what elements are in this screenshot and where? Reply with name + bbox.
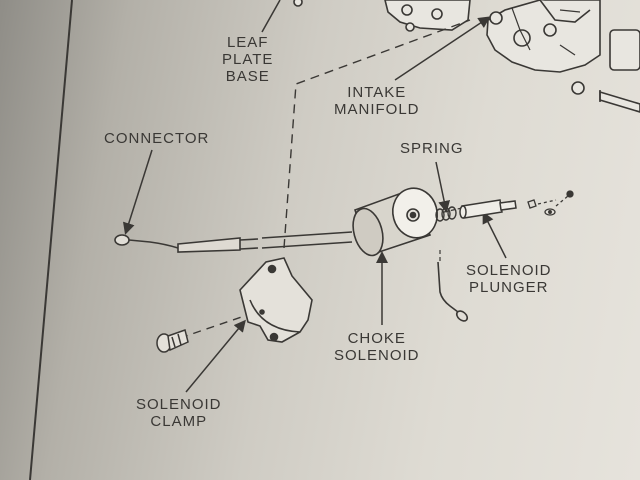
spring-leader [435,161,451,213]
label-choke-solenoid: CHOKE SOLENOID [334,330,420,364]
intake-manifold-leader [394,16,491,81]
leaf-plate-leader [261,0,281,33]
clamp-leader [185,319,246,393]
plunger-leader [482,211,507,259]
label-spring: SPRING [400,140,464,157]
label-connector: CONNECTOR [104,130,209,147]
connector-wire [114,231,353,253]
spring-part [435,206,457,222]
label-line: BASE [225,68,270,85]
label-line: LEAF [226,34,269,51]
label-line: CHOKE [347,330,406,347]
plunger-hardware [527,190,574,216]
solenoid-plunger-part [459,199,517,219]
clamp-screw-part [156,329,189,353]
manifold-detail-lines [511,7,581,56]
label-line: MANIFOLD [334,101,420,118]
label-line: SOLENOID [466,262,552,279]
solenoid-clamp-part [239,257,313,343]
assembly-dashed-line [283,19,471,249]
label-leaf-plate-base: LEAF PLATE BASE [222,34,273,85]
label-solenoid-plunger: SOLENOID PLUNGER [466,262,552,296]
label-intake-manifold: INTAKE MANIFOLD [334,84,420,118]
label-line: SOLENOID [136,396,222,413]
label-line: CONNECTOR [104,130,210,147]
choke-solenoid-body [352,187,439,257]
lead-ring-terminal [455,310,469,322]
label-line: SOLENOID [334,347,420,364]
label-line: CLAMP [150,413,208,430]
label-solenoid-clamp: SOLENOID CLAMP [136,396,222,430]
label-line: PLATE [222,51,274,68]
solenoid-lead [437,261,469,322]
label-line: SPRING [400,140,464,157]
label-line: INTAKE [347,84,407,101]
page-margin-line [29,0,73,480]
leader-lines [123,0,507,393]
connector-ring-terminal [114,234,130,246]
connector-leader [123,149,153,235]
intake-manifold-part [293,0,640,113]
label-line: PLUNGER [469,279,549,296]
